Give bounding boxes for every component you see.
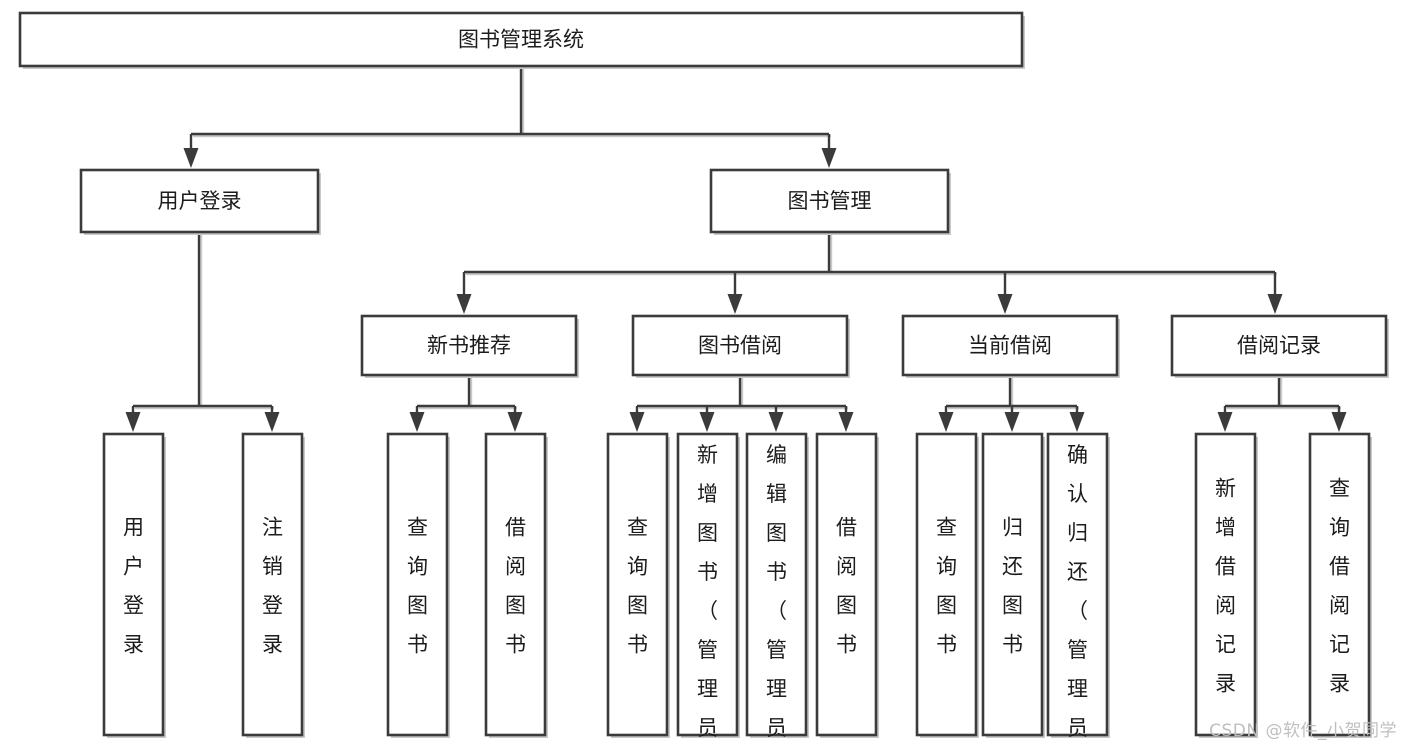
arrow-head-icon xyxy=(838,412,854,432)
node-label: 图书借阅 xyxy=(698,334,782,358)
arrow-head-icon xyxy=(1004,412,1020,432)
node-label: 查询图书 xyxy=(407,516,428,657)
node-leaf-borrow-book-2[interactable]: 借阅图书 xyxy=(815,432,879,738)
node-leaf-return-book[interactable]: 归还图书 xyxy=(981,432,1045,738)
node-leaf-logout[interactable]: 注销登录 xyxy=(241,432,305,738)
node-leaf-confirm-return[interactable]: 确认归还（管理员） xyxy=(1046,432,1110,747)
node-box[interactable] xyxy=(745,432,808,737)
node-label: 注销登录 xyxy=(262,516,283,657)
node-box[interactable] xyxy=(981,432,1044,737)
node-box[interactable] xyxy=(631,314,849,377)
node-leaf-query-record[interactable]: 查询借阅记录 xyxy=(1308,432,1372,738)
arrow-head-icon xyxy=(264,412,280,432)
arrow-head-icon xyxy=(1069,412,1085,432)
node-root[interactable]: 图书管理系统 xyxy=(18,11,1025,69)
node-box[interactable] xyxy=(241,432,304,737)
node-box[interactable] xyxy=(1046,432,1109,737)
node-label: 当前借阅 xyxy=(968,334,1052,358)
connector-edge-currentborrow-group xyxy=(938,375,1085,432)
node-box[interactable] xyxy=(815,432,878,737)
node-label: 新增图书（管理员） xyxy=(697,443,718,747)
connector-shadow xyxy=(1227,377,1341,410)
node-label: 图书管理系统 xyxy=(458,28,584,52)
node-box[interactable] xyxy=(606,432,669,737)
connector-edge-bookmanage-group xyxy=(456,232,1283,314)
node-box[interactable] xyxy=(79,168,320,234)
node-label: 借阅记录 xyxy=(1237,334,1321,358)
node-leaf-borrow-book-1[interactable]: 借阅图书 xyxy=(484,432,548,738)
node-box[interactable] xyxy=(676,432,739,737)
node-leaf-add-record[interactable]: 新增借阅记录 xyxy=(1194,432,1258,738)
arrow-head-icon xyxy=(456,294,472,314)
node-user-login[interactable]: 用户登录 xyxy=(79,168,321,235)
arrow-head-icon xyxy=(699,412,715,432)
arrow-head-icon xyxy=(1217,412,1233,432)
node-label: 借阅图书 xyxy=(836,516,857,657)
connector-edge-bookborrow-group xyxy=(629,375,854,432)
node-label: 确认归还（管理员） xyxy=(1067,443,1088,747)
node-box[interactable] xyxy=(901,314,1119,377)
node-label: 查询图书 xyxy=(936,516,957,657)
node-new-book-recommend[interactable]: 新书推荐 xyxy=(360,314,579,378)
connector-shadow xyxy=(419,377,517,410)
connector-edge-borrowrecord-group xyxy=(1217,375,1347,432)
connector-shadow xyxy=(193,68,831,138)
node-box[interactable] xyxy=(1170,314,1388,377)
connector-shadow xyxy=(948,377,1079,410)
arrow-head-icon xyxy=(507,412,523,432)
node-label: 编辑图书（管理员） xyxy=(766,443,787,747)
arrow-head-icon xyxy=(1267,294,1283,314)
node-box[interactable] xyxy=(386,432,449,737)
arrow-head-icon xyxy=(183,148,199,168)
node-leaf-query-book-2[interactable]: 查询图书 xyxy=(606,432,670,738)
connector-edge-userlogin-group xyxy=(125,232,280,432)
node-box[interactable] xyxy=(1194,432,1257,737)
node-box[interactable] xyxy=(484,432,547,737)
arrow-head-icon xyxy=(125,412,141,432)
arrow-head-icon xyxy=(768,412,784,432)
node-label: 归还图书 xyxy=(1002,516,1023,657)
node-label: 图书管理 xyxy=(788,189,872,213)
node-book-manage[interactable]: 图书管理 xyxy=(709,168,951,235)
node-book-borrow[interactable]: 图书借阅 xyxy=(631,314,850,378)
node-box[interactable] xyxy=(360,314,578,377)
node-leaf-edit-book[interactable]: 编辑图书（管理员） xyxy=(745,432,809,747)
node-label: 新增借阅记录 xyxy=(1215,477,1236,696)
arrow-head-icon xyxy=(997,294,1013,314)
connector-shadow xyxy=(466,234,1277,276)
node-label: 用户登录 xyxy=(123,516,144,657)
node-box[interactable] xyxy=(102,432,165,737)
node-label: 借阅图书 xyxy=(505,516,526,657)
arrow-head-icon xyxy=(727,294,743,314)
connector-layer xyxy=(125,66,1347,432)
node-leaf-query-book-3[interactable]: 查询图书 xyxy=(915,432,979,738)
node-box[interactable] xyxy=(915,432,978,737)
node-label: 用户登录 xyxy=(158,189,242,213)
node-label: 新书推荐 xyxy=(427,334,511,358)
node-box[interactable] xyxy=(1308,432,1371,737)
connector-edge-root-group xyxy=(183,66,837,168)
node-box[interactable] xyxy=(709,168,950,234)
node-leaf-add-book[interactable]: 新增图书（管理员） xyxy=(676,432,740,747)
arrow-head-icon xyxy=(1331,412,1347,432)
node-label: 查询借阅记录 xyxy=(1329,477,1350,696)
node-layer: 图书管理系统用户登录图书管理新书推荐图书借阅当前借阅借阅记录用户登录注销登录查询… xyxy=(18,11,1389,747)
connector-shadow xyxy=(639,377,848,410)
node-current-borrow[interactable]: 当前借阅 xyxy=(901,314,1120,378)
arrow-head-icon xyxy=(629,412,645,432)
connector-edge-newbook-group xyxy=(409,375,523,432)
connector-shadow xyxy=(135,234,274,410)
node-borrow-record[interactable]: 借阅记录 xyxy=(1170,314,1389,378)
node-leaf-user-login[interactable]: 用户登录 xyxy=(102,432,166,738)
node-label: 查询图书 xyxy=(627,516,648,657)
node-box[interactable] xyxy=(18,11,1024,68)
arrow-head-icon xyxy=(409,412,425,432)
arrow-head-icon xyxy=(938,412,954,432)
arrow-head-icon xyxy=(821,148,837,168)
node-leaf-query-book-1[interactable]: 查询图书 xyxy=(386,432,450,738)
